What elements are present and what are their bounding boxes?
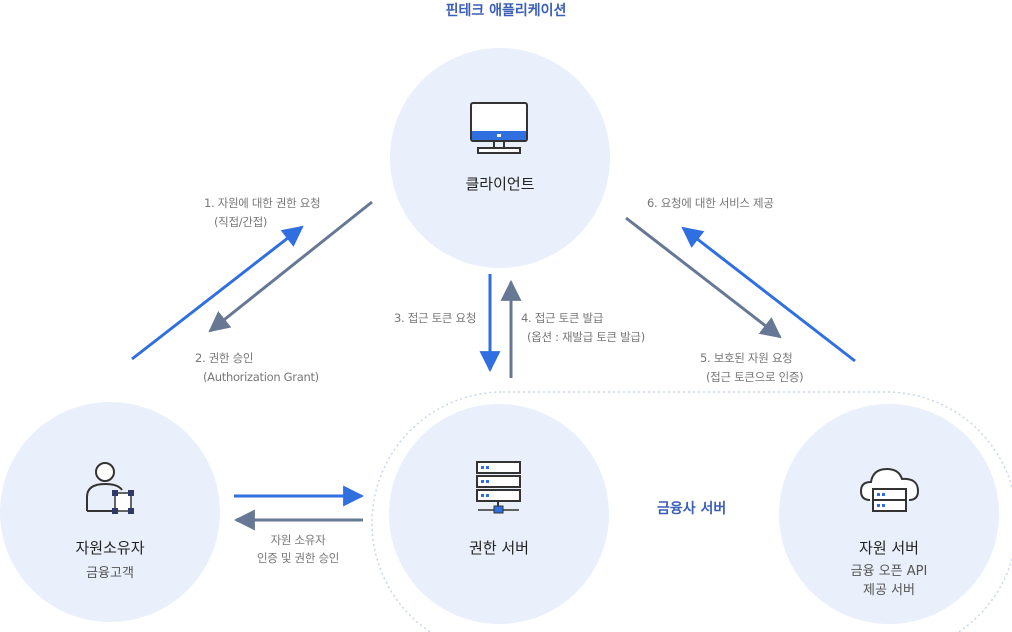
step-2-label: 2. 권한 승인 [195, 351, 254, 365]
diagram-title: 핀테크 애플리케이션 [445, 3, 567, 19]
resource-owner-label: 자원소유자 [75, 539, 145, 557]
owner-auth-label: 자원 소유자 [270, 533, 326, 547]
auth-server-node [389, 404, 609, 624]
arrow-step-6 [681, 226, 856, 363]
step-1-label: 1. 자원에 대한 권한 요청 [204, 196, 321, 210]
step-1-sublabel: (직접/간접) [214, 215, 268, 229]
arrow-step-5 [625, 216, 782, 339]
arrow-step-2 [208, 200, 373, 333]
resource-server-label: 자원 서버 [859, 539, 919, 557]
client-label: 클라이언트 [465, 175, 535, 193]
step-4-sublabel: (옵션 : 재발급 토큰 발급) [527, 330, 645, 344]
server-icon [476, 461, 521, 514]
resource-server-node [779, 404, 999, 624]
step-5-label: 5. 보호된 자원 요청 [700, 351, 793, 365]
step-3-label: 3. 접근 토큰 요청 [394, 311, 477, 325]
step-2-sublabel: (Authorization Grant) [203, 370, 319, 384]
cloud-server-icon [859, 467, 920, 512]
step-5-sublabel: (접근 토큰으로 인증) [706, 370, 804, 384]
client-node [390, 48, 610, 268]
auth-server-label: 권한 서버 [469, 539, 529, 557]
arrow-step-1 [131, 225, 304, 361]
step-4-label: 4. 접근 토큰 발급 [521, 311, 604, 325]
resource-server-sub2: 제공 서버 [863, 583, 915, 598]
monitor-icon [470, 102, 528, 154]
user-icon [86, 462, 134, 514]
step-6-label: 6. 요청에 대한 서비스 제공 [647, 196, 774, 210]
financial-server-group [371, 391, 1012, 632]
financial-server-group-label: 금융사 서버 [657, 501, 727, 517]
resource-owner-sub: 금융고객 [86, 566, 134, 581]
resource-server-sub1: 금융 오픈 API [850, 564, 928, 579]
owner-auth-sublabel: 인증 및 권한 승인 [256, 551, 340, 565]
